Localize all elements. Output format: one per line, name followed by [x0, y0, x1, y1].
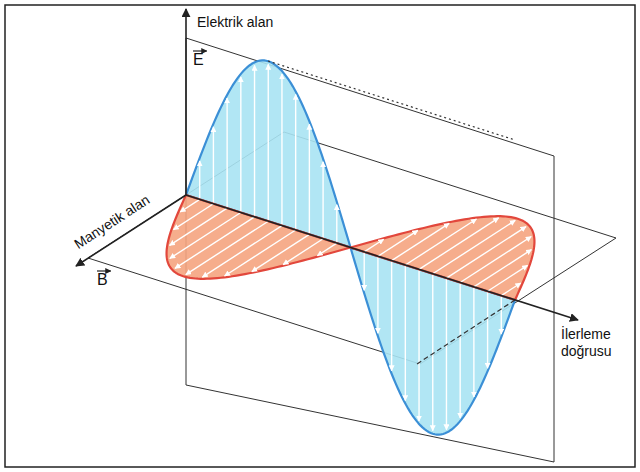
- electric-field-arrow: [281, 74, 282, 226]
- electric-field-arrow: [405, 265, 406, 401]
- vector-arrows: [97, 51, 207, 271]
- electric-field-arrow: [240, 77, 241, 213]
- electric-field-arrow: [226, 98, 227, 208]
- vector-symbol: B: [96, 270, 109, 289]
- propagation-axis: [186, 195, 578, 320]
- electric-field-arrow: [473, 287, 474, 397]
- axis-label: İlerleme doğrusu: [560, 326, 630, 360]
- magnetic-field-arrow: [433, 220, 515, 273]
- magnetic-field-arrow: [225, 230, 296, 276]
- electric-field-arrow: [322, 162, 323, 239]
- magnetic-field-arrow: [405, 219, 476, 265]
- magnetic-field-arrow: [419, 218, 499, 269]
- magnetic-field-arrow: [170, 213, 241, 259]
- electric-field-arrow: [213, 127, 214, 204]
- electric-field-arrow: [364, 252, 365, 290]
- magnetic-field-arrow: [180, 199, 199, 212]
- electric-field-arrow: [446, 278, 447, 430]
- axis-label: Manyetik alan: [70, 191, 153, 253]
- magnetic-field-arrow: [175, 217, 255, 268]
- magnetic-field-arrow: [317, 243, 336, 256]
- electric-field-arrow: [418, 269, 419, 421]
- electric-field-arrow: [199, 161, 200, 199]
- magnetic-field-arrow: [202, 226, 282, 277]
- electric-field-arrow: [309, 124, 310, 234]
- magnetic-field-arrow: [173, 204, 213, 230]
- magnetic-field-arrow: [501, 283, 520, 296]
- magnetic-field-arrow: [488, 265, 528, 291]
- magnetic-field-arrow: [283, 239, 323, 265]
- electric-field-arrow: [459, 283, 460, 419]
- axis-label: Elektrik alan: [196, 14, 274, 31]
- electric-field-arrow: [432, 274, 433, 431]
- dotted-guide: [268, 61, 515, 140]
- magnetic-field-arrow: [460, 236, 531, 282]
- electric-field-arrow: [377, 256, 378, 333]
- electric-field-arrow: [254, 65, 255, 217]
- electric-field-arrow: [336, 205, 337, 243]
- magnetic-field-arrow: [378, 230, 418, 256]
- magnetic-field-arrow: [364, 239, 383, 252]
- frame: [5, 5, 635, 467]
- electric-axis: [185, 9, 187, 195]
- dashed-guide: [417, 300, 515, 364]
- electric-field-arrow: [295, 94, 296, 230]
- electric-field-arrow: [487, 291, 488, 368]
- horizontal-plane: [88, 132, 616, 364]
- magnetic-field-arrow: [446, 227, 526, 278]
- electric-field-arrow: [501, 296, 502, 334]
- electric-field-arrow: [268, 64, 269, 221]
- magnetic-field-arrow: [186, 221, 268, 274]
- electric-field-arrow: [391, 261, 392, 371]
- vector-symbol: E: [192, 50, 205, 69]
